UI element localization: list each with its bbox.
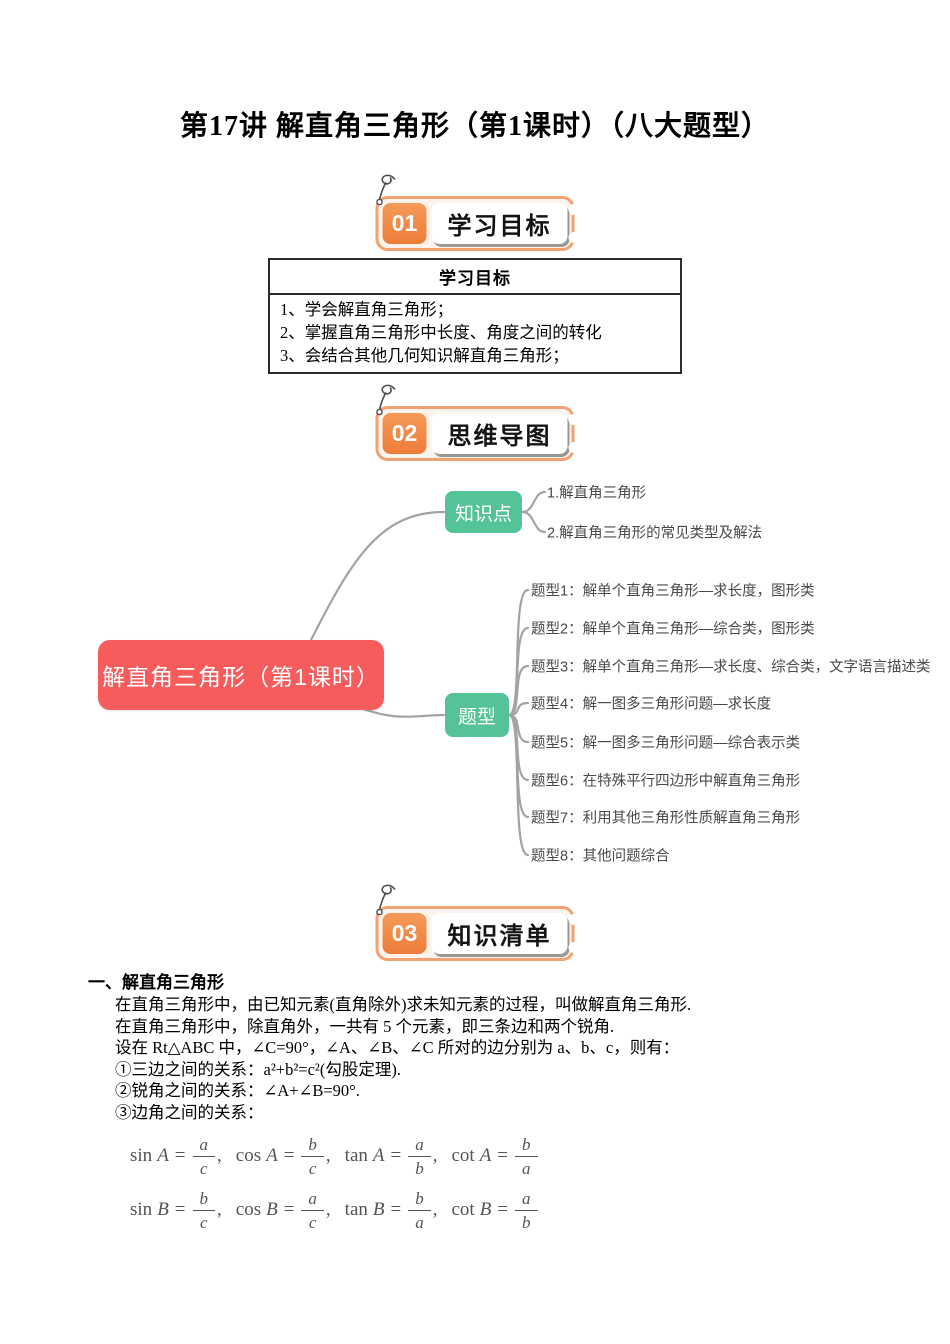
- knowledge-line-6: ③边角之间的关系：: [115, 1102, 264, 1122]
- knowledge-point-2: 2.解直角三角形的常见类型及解法: [547, 525, 763, 542]
- objective-item-2: 2、掌握直角三角形中长度、角度之间的转化: [280, 323, 602, 342]
- topic-type-1: 题型1：解单个直角三角形—求长度，图形类: [531, 583, 815, 600]
- objective-item-1: 1、学会解直角三角形；: [280, 300, 454, 319]
- knowledge-line-5: ②锐角之间的关系：∠A+∠B=90°.: [115, 1081, 360, 1100]
- badge-notch: [568, 232, 580, 243]
- objective-item-3: 3、会结合其他几何知识解直角三角形；: [280, 346, 569, 365]
- mindmap-root-node: 解直角三角形（第1课时）: [98, 640, 384, 710]
- badge-frame: 03 知识清单: [375, 884, 580, 961]
- badge-notch: [568, 204, 580, 215]
- topic-type-4: 题型4：解一图多三角形问题—求长度: [531, 696, 772, 713]
- section-badge-02: 02 思维导图: [375, 384, 580, 461]
- topic-type-8: 题型8：其他问题综合: [531, 848, 670, 865]
- knowledge-section: 一、解直角三角形 在直角三角形中，由已知元素(直角除外)求未知元素的过程，叫做解…: [88, 968, 928, 1237]
- topic-type-6: 题型6：在特殊平行四边形中解直角三角形: [531, 773, 801, 790]
- knowledge-line-2: 在直角三角形中，除直角外，一共有 5 个元素，即三条边和两个锐角.: [115, 1016, 615, 1036]
- knowledge-line-3: 设在 Rt△ABC 中，∠C=90°，∠A、∠B、∠C 所对的边分别为 a、b、…: [115, 1038, 680, 1057]
- badge-frame: 02 思维导图: [375, 384, 580, 461]
- knowledge-line-4: ①三边之间的关系：a²+b²=c²(勾股定理).: [115, 1059, 401, 1079]
- badge-frame: 01 学习目标: [375, 174, 580, 251]
- mindmap: 解直角三角形（第1课时） 知识点 题型 1.解直角三角形 2.解直角三角形的常见…: [0, 455, 950, 887]
- objectives-table-body: 1、学会解直角三角形； 2、掌握直角三角形中长度、角度之间的转化 3、会结合其他…: [268, 293, 682, 374]
- section-label: 知识清单: [431, 913, 568, 954]
- section-badge-03: 03 知识清单: [375, 884, 580, 961]
- section-number: 03: [382, 913, 427, 954]
- objectives-table: 学习目标 1、学会解直角三角形； 2、掌握直角三角形中长度、角度之间的转化 3、…: [268, 258, 682, 374]
- page-title: 第17讲 解直角三角形（第1课时）（八大题型）: [179, 111, 770, 142]
- section-label: 思维导图: [431, 413, 568, 454]
- knowledge-heading: 一、解直角三角形: [88, 973, 224, 992]
- mindmap-branch-topic-types: 题型: [445, 693, 509, 737]
- topic-type-3: 题型3：解单个直角三角形—求长度、综合类，文字语言描述类: [531, 659, 931, 676]
- pin-icon: [376, 174, 396, 206]
- badge-notch: [568, 414, 580, 425]
- section-number: 01: [382, 203, 427, 244]
- badge-notch: [568, 942, 580, 953]
- mindmap-branch-knowledge-points: 知识点: [445, 491, 522, 533]
- section-number: 02: [382, 413, 427, 454]
- knowledge-point-1: 1.解直角三角形: [547, 485, 647, 502]
- pin-icon: [376, 884, 396, 916]
- objectives-table-header: 学习目标: [268, 258, 682, 295]
- badge-notch: [568, 442, 580, 453]
- topic-type-2: 题型2：解单个直角三角形—综合类，图形类: [531, 621, 815, 638]
- topic-type-7: 题型7：利用其他三角形性质解直角三角形: [531, 810, 801, 827]
- pin-icon: [376, 384, 396, 416]
- section-badge-01: 01 学习目标: [375, 174, 580, 251]
- topic-type-5: 题型5：解一图多三角形问题—综合表示类: [531, 735, 801, 752]
- section-label: 学习目标: [431, 203, 568, 244]
- badge-notch: [568, 914, 580, 925]
- knowledge-line-1: 在直角三角形中，由已知元素(直角除外)求未知元素的过程，叫做解直角三角形.: [115, 995, 692, 1014]
